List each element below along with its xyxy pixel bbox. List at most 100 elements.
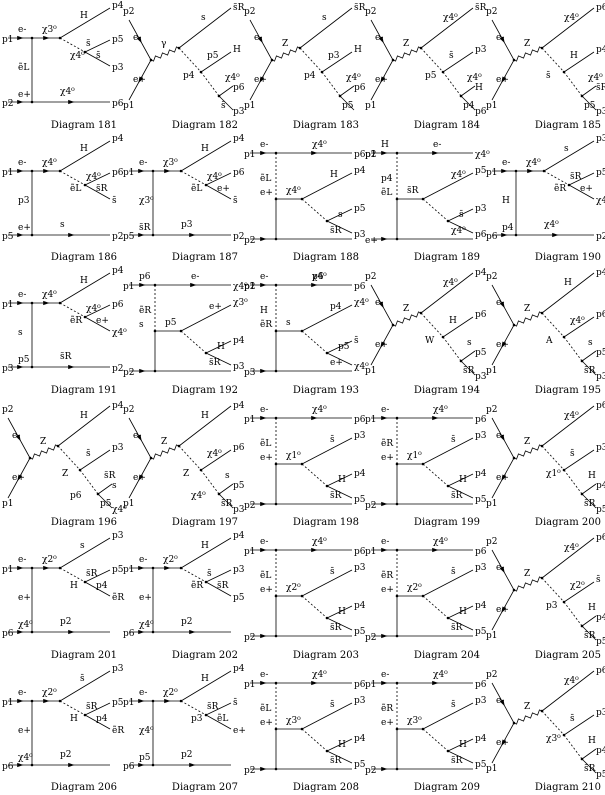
particle-label: H bbox=[564, 278, 572, 288]
particle-label: A bbox=[545, 336, 553, 346]
particle-label: χ4⁰ bbox=[433, 670, 448, 680]
particle-label: ẽR bbox=[554, 183, 566, 194]
vertex-dot bbox=[28, 456, 32, 459]
particle-label: χ4⁰ bbox=[312, 405, 327, 415]
propagator-line bbox=[563, 71, 583, 97]
vertex-dot bbox=[274, 283, 278, 287]
propagator-line bbox=[447, 738, 474, 751]
vertex-dot bbox=[177, 444, 181, 447]
particle-label: s̄ bbox=[449, 51, 454, 61]
particle-label: p6 bbox=[354, 415, 366, 425]
vertex-dot bbox=[325, 351, 329, 355]
arrow-marker bbox=[380, 76, 386, 84]
vertex-dot bbox=[274, 767, 278, 770]
propagator-line bbox=[205, 581, 232, 597]
vertex-dot bbox=[300, 329, 304, 333]
arrow-marker bbox=[138, 565, 145, 571]
particle-label: χ4⁰ bbox=[312, 537, 327, 547]
particle-label: χ1⁰ bbox=[407, 451, 422, 461]
propagator-line bbox=[447, 750, 474, 763]
propagator-line bbox=[563, 336, 583, 362]
propagator-line bbox=[541, 7, 595, 49]
propagator-line bbox=[541, 577, 565, 603]
particle-label: s̃R bbox=[584, 365, 596, 376]
vertex-dot bbox=[204, 580, 208, 584]
propagator-line bbox=[180, 670, 232, 701]
vertex-dot bbox=[562, 600, 566, 604]
particle-label: s̃R bbox=[584, 498, 596, 509]
particle-label: ẽL bbox=[260, 438, 271, 449]
particle-label: χ2⁰ bbox=[407, 583, 422, 593]
propagator-line bbox=[326, 352, 353, 366]
particle-label: H bbox=[588, 471, 596, 481]
particle-label: Z bbox=[524, 569, 530, 579]
vertex-dot bbox=[199, 70, 203, 74]
vertex-dot bbox=[151, 169, 155, 172]
particle-label: χ4⁰ bbox=[312, 140, 327, 150]
particle-label: p4 bbox=[233, 336, 245, 346]
particle-label: e+ bbox=[381, 453, 394, 463]
particle-label: e+ bbox=[254, 75, 267, 85]
particle-label: p1 bbox=[486, 764, 498, 774]
particle-label: ẽR bbox=[381, 438, 393, 449]
particle-label: H bbox=[354, 45, 362, 55]
propagator-line bbox=[563, 601, 583, 627]
particle-label: p3 bbox=[2, 364, 14, 374]
propagator-line bbox=[200, 449, 232, 470]
particle-label: p4 bbox=[354, 469, 366, 479]
propagator-line bbox=[180, 567, 207, 583]
particle-label: χ4⁰ bbox=[18, 620, 33, 630]
propagator-line bbox=[568, 184, 595, 199]
particle-label: Z bbox=[282, 39, 288, 49]
propagator-line bbox=[59, 140, 111, 171]
particle-label: e- bbox=[260, 670, 268, 680]
propagator-line bbox=[581, 758, 597, 773]
particle-label: χ4⁰ bbox=[86, 172, 101, 182]
particle-label: s̃R bbox=[139, 222, 151, 233]
vertex-dot bbox=[83, 713, 87, 716]
particle-label: e- bbox=[139, 555, 147, 565]
particle-label: s̃ bbox=[86, 38, 91, 49]
particle-label: p6 bbox=[139, 272, 151, 282]
diagram-caption: Diagram 206 bbox=[50, 782, 117, 793]
particle-label: p1 bbox=[365, 101, 377, 111]
propagator-line bbox=[460, 360, 476, 376]
boson-line bbox=[392, 311, 422, 327]
particle-label: p3 bbox=[475, 204, 487, 214]
vertex-dot bbox=[274, 634, 278, 638]
particle-label: e- bbox=[260, 537, 268, 547]
particle-label: H bbox=[70, 714, 78, 724]
arrow-marker bbox=[17, 35, 24, 41]
arrow-marker bbox=[68, 762, 75, 767]
particle-label: χ4⁰ bbox=[42, 158, 57, 168]
particle-label: s̄ bbox=[80, 674, 85, 684]
arrow-marker bbox=[17, 474, 23, 481]
arrow-marker bbox=[189, 629, 196, 635]
arrow-marker bbox=[381, 150, 388, 155]
arrow-marker bbox=[17, 232, 24, 237]
particle-label: χ4⁰ bbox=[86, 304, 101, 314]
particle-label: χ2⁰ bbox=[163, 688, 178, 698]
particle-label: p1 bbox=[123, 282, 135, 292]
propagator-line bbox=[541, 445, 565, 470]
particle-label: p3 bbox=[475, 372, 487, 382]
particle-label: Z bbox=[524, 39, 530, 49]
vertex-dot bbox=[204, 351, 208, 355]
arrow-marker bbox=[43, 698, 50, 703]
particle-label: p5 bbox=[596, 168, 605, 178]
particle-label: s̃R bbox=[451, 490, 463, 501]
propagator-line bbox=[420, 272, 474, 314]
particle-label: H bbox=[80, 11, 88, 21]
propagator-line bbox=[84, 172, 111, 185]
particle-label: χ4⁰ bbox=[596, 196, 605, 206]
propagator-line bbox=[563, 581, 595, 603]
particle-label: H bbox=[201, 144, 209, 154]
